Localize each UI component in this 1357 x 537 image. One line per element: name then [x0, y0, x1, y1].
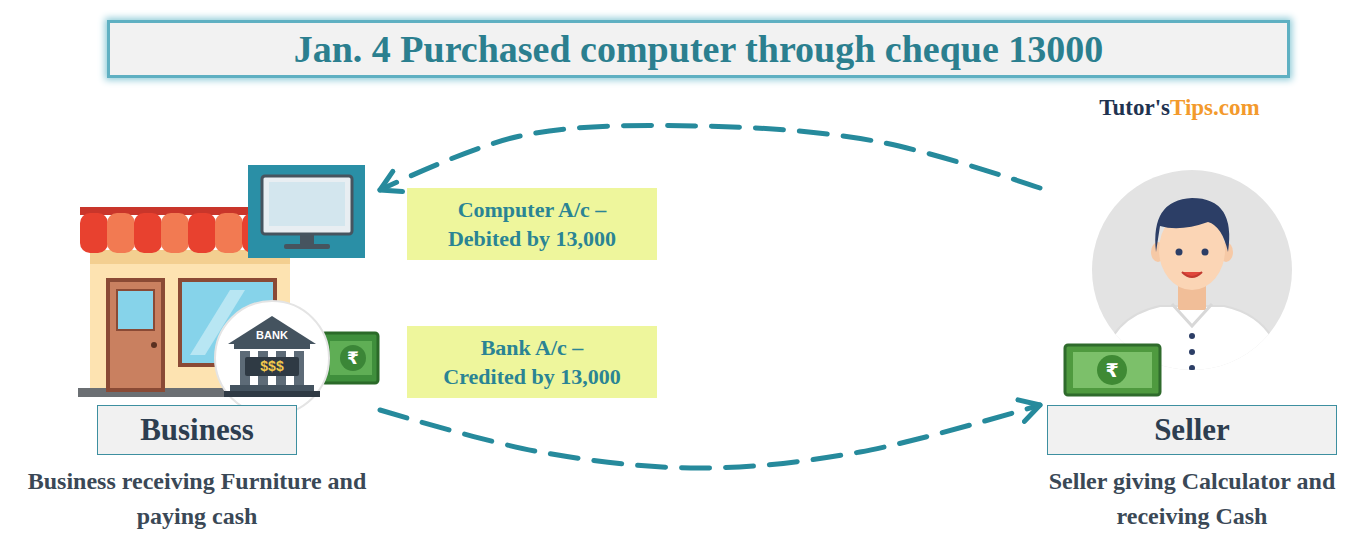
party-group: SellerSeller giving Calculator and recei…: [1040, 160, 1340, 456]
shop-building-part: [117, 290, 154, 330]
banknote-part: [322, 333, 378, 383]
bank-icon-part: [234, 344, 310, 349]
banknote-part: [1073, 352, 1152, 388]
shop-building-part: [108, 280, 163, 390]
party-name: Business: [140, 412, 254, 448]
party-caption: Business receiving Furniture and paying …: [17, 464, 377, 534]
seller-avatar-part: [1189, 365, 1195, 371]
currency-sign: ₹: [347, 349, 359, 368]
seller-avatar-part: [1155, 198, 1229, 252]
shop-awning-part: [134, 213, 162, 253]
party-caption: Seller giving Calculator and receiving C…: [1032, 464, 1352, 534]
party-box: Business: [97, 405, 297, 455]
banknote-part: [330, 341, 372, 375]
banknote-part: [340, 345, 366, 371]
computer-icon-part: [284, 244, 330, 249]
bank-icon-part: [224, 391, 320, 397]
watermark: Tips.com: [1170, 95, 1260, 120]
entry-text: Computer A/c – Debited by 13,000: [439, 195, 625, 253]
computer-icon-part: [262, 176, 352, 234]
money-sign: $$$: [260, 359, 283, 374]
seller-avatar-part: [1189, 333, 1195, 339]
title-banner: Jan. 4 Purchased computer through cheque…: [107, 20, 1290, 78]
bank-icon-part: [228, 316, 316, 344]
computer-icon: [248, 165, 365, 258]
banknote: [1065, 345, 1160, 395]
shop-building-part: [151, 342, 157, 348]
banknote-part: [1065, 345, 1160, 395]
bank-icon-part: [230, 385, 314, 391]
flow-arrow: [380, 405, 1040, 468]
shop-awning-part: [161, 213, 189, 253]
shop-awning-part: [107, 213, 135, 253]
shop-awning-part: [80, 213, 108, 253]
flow-arrow: [380, 125, 1040, 190]
seller-avatar-part: [1172, 304, 1212, 326]
seller-avatar-part: [1202, 249, 1209, 256]
seller-avatar-part: [1176, 249, 1183, 256]
party-name: Seller: [1154, 412, 1230, 448]
entry-tag: Bank A/c – Credited by 13,000: [407, 326, 657, 398]
computer-icon-part: [300, 234, 314, 244]
bank-icon-part: [245, 357, 299, 376]
shop-awning-part: [188, 213, 216, 253]
bank-sign: BANK: [256, 329, 288, 341]
party-box: Seller: [1047, 405, 1337, 455]
bank-icon: [215, 301, 329, 415]
seller-avatar-part: [1182, 272, 1202, 277]
banknote: [322, 333, 378, 383]
computer-icon-part: [248, 165, 365, 258]
watermark: Tutor's: [1099, 95, 1170, 120]
party-group: BusinessBusiness receiving Furniture and…: [75, 160, 380, 456]
bank-icon-part: [215, 301, 329, 415]
currency-sign: ₹: [1105, 360, 1118, 381]
computer-icon-part: [269, 182, 345, 226]
banknote-part: [1097, 355, 1127, 385]
shop-awning-part: [215, 213, 243, 253]
seller-avatar-part: [1189, 349, 1195, 355]
entry-tag: Computer A/c – Debited by 13,000: [407, 188, 657, 260]
entry-text: Bank A/c – Credited by 13,000: [439, 333, 625, 391]
